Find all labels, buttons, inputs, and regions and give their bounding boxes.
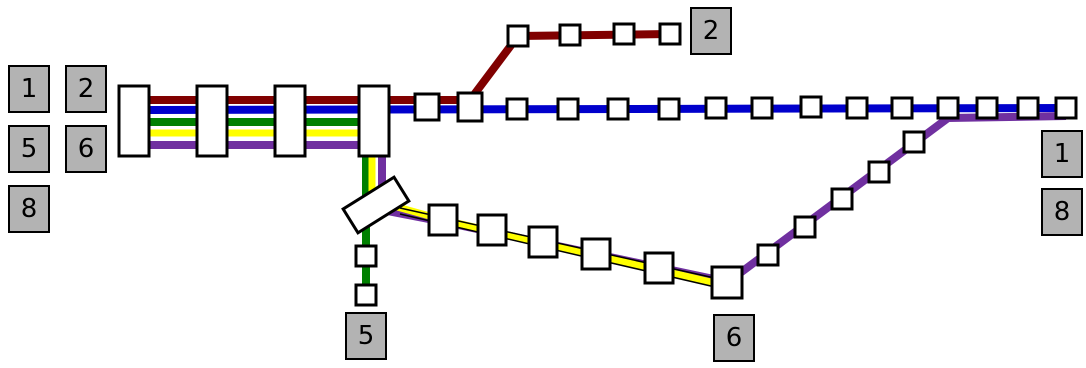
legend-badge-label: 2 [78,74,95,104]
station-origin [117,84,151,158]
station-branch-junction [341,175,411,235]
station [867,160,891,184]
station [756,243,780,267]
station [750,96,774,120]
terminus-badge-line-5: 5 [345,312,387,360]
terminus-badge-line-1: 1 [1041,130,1083,178]
station [354,283,378,307]
station [413,92,441,122]
legend-badge-line-6: 6 [65,125,107,173]
station [456,91,484,123]
station [704,96,728,120]
station [643,251,675,285]
station [830,187,854,211]
station [580,237,612,271]
terminus-badge-line-6: 6 [713,314,755,362]
station [606,97,630,121]
terminus-badge-label: 6 [726,323,743,353]
terminus-badge-line-8: 8 [1041,188,1083,236]
station [612,22,636,46]
station-trunk-1 [195,84,229,158]
terminus-badge-label: 8 [1054,197,1071,227]
station [476,213,508,247]
station-junction [357,84,391,158]
station [890,96,914,120]
station [658,22,682,46]
station [793,215,817,239]
station [427,203,459,237]
terminus-badge-label: 2 [703,16,720,46]
station-trunk-2 [273,84,307,158]
station [527,225,559,259]
station [556,97,580,121]
station [975,96,999,120]
station [799,95,823,119]
station [936,96,960,120]
legend-badge-line-8: 8 [8,185,50,233]
legend-badge-line-1: 1 [8,65,50,113]
route-line-2 [150,30,671,104]
terminus-badge-label: 1 [1054,139,1071,169]
legend-badge-label: 5 [21,134,38,164]
terminus-badge-line-2: 2 [690,7,732,55]
legend-badge-label: 8 [21,194,38,224]
terminus-badge-label: 5 [358,321,375,351]
station [354,244,378,268]
station [505,97,529,121]
legend-badge-label: 1 [21,74,38,104]
legend-badge-line-2: 2 [65,65,107,113]
station [506,24,530,48]
station [1016,96,1040,120]
station [710,265,744,300]
station [657,97,681,121]
legend-badge-line-5: 5 [8,125,50,173]
station [845,96,869,120]
station [558,23,582,47]
station-terminus [1054,96,1078,120]
legend-badge-label: 6 [78,134,95,164]
station [902,130,926,154]
